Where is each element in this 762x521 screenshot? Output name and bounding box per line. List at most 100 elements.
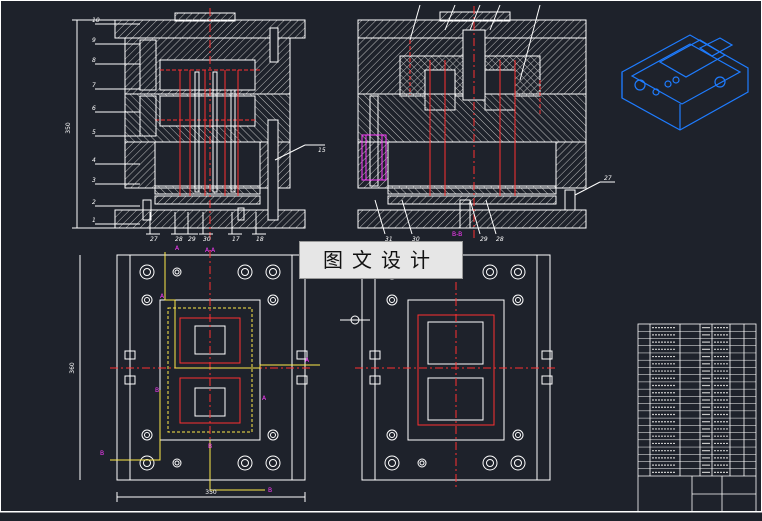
- section-cut-mark: A: [175, 245, 180, 252]
- side-lug: [369, 350, 381, 360]
- bolt-hole: [510, 264, 526, 280]
- bolt-hole: [265, 264, 281, 280]
- bolt-hole: [267, 429, 279, 441]
- bolt-hole: [141, 429, 153, 441]
- bolt-hole: [172, 267, 182, 277]
- side-lug: [124, 375, 136, 385]
- bolt-hole-inner: [269, 459, 277, 467]
- watermark-banner: 图文设计: [300, 242, 462, 278]
- bolt-hole-inner: [174, 460, 180, 466]
- plan-right-bolts: [369, 264, 553, 471]
- section-cut-mark: A: [305, 357, 310, 364]
- bolt-hole: [139, 264, 155, 280]
- bolt-hole: [237, 264, 253, 280]
- left-right-leader: 15: [274, 144, 326, 161]
- bolt-hole-inner: [241, 268, 249, 276]
- bottom-leader-line: [374, 199, 386, 235]
- plan-view-right: [340, 250, 558, 490]
- left-height-dim: 350: [65, 122, 72, 134]
- isometric-part-view: [621, 34, 749, 131]
- bottom-part-label: 29: [188, 236, 196, 243]
- bolt-hole: [172, 458, 182, 468]
- bolt-hole-inner: [269, 268, 277, 276]
- bolt-hole-inner: [515, 432, 521, 438]
- bolt-hole: [417, 458, 427, 468]
- bolt-hole-inner: [270, 297, 276, 303]
- left-bottom-leaders: 27 28 29 30 17 18: [146, 212, 266, 243]
- bolt-hole: [510, 455, 526, 471]
- section-cut-mark: A: [160, 293, 165, 300]
- bottom-part-label: 30: [412, 236, 420, 243]
- title-block-rows: [638, 330, 756, 470]
- right-top-leaders: [409, 4, 541, 81]
- side-lug: [296, 350, 308, 360]
- bolt-hole-inner: [486, 459, 494, 467]
- bottom-part-label: 31: [385, 236, 393, 243]
- bolt-hole: [482, 264, 498, 280]
- bolt-hole-inner: [389, 432, 395, 438]
- section-cut-mark: B: [155, 387, 159, 394]
- bolt-hole: [386, 294, 398, 306]
- bolt-hole: [237, 455, 253, 471]
- bolt-hole-inner: [144, 297, 150, 303]
- left-right-label: 15: [318, 147, 326, 154]
- bolt-hole: [482, 455, 498, 471]
- bottom-part-label: 30: [203, 236, 211, 243]
- right-section-view: [357, 6, 587, 240]
- section-cut-mark: A: [262, 395, 267, 402]
- bottom-part-label: 29: [480, 236, 488, 243]
- bolt-hole-inner: [388, 459, 396, 467]
- part-number-label: 9: [92, 37, 96, 44]
- side-lug: [541, 375, 553, 385]
- bolt-hole-inner: [514, 268, 522, 276]
- part-number-label: 2: [92, 199, 96, 206]
- plan-left-section-line: [110, 252, 320, 491]
- plan-section-tag: A-A: [205, 247, 216, 254]
- bolt-hole: [512, 429, 524, 441]
- bolt-hole: [265, 455, 281, 471]
- section-cut-mark: B: [268, 487, 272, 494]
- part-number-label: 3: [92, 177, 96, 184]
- bolt-hole: [139, 455, 155, 471]
- bolt-hole-inner: [143, 459, 151, 467]
- section-cut-mark: B: [208, 443, 212, 450]
- part-number-label: 10: [92, 17, 100, 24]
- bolt-hole-inner: [515, 297, 521, 303]
- bottom-leader-line: [401, 199, 413, 235]
- bottom-part-label: 28: [175, 236, 183, 243]
- bottom-part-label: 28: [496, 236, 504, 243]
- side-lug: [369, 375, 381, 385]
- right-section-tag: B-B: [452, 231, 462, 238]
- bottom-leader-line: [469, 199, 481, 235]
- bolt-hole-inner: [241, 459, 249, 467]
- bolt-hole: [386, 429, 398, 441]
- title-block-ticks: [652, 327, 728, 473]
- left-section-view: 350: [65, 8, 306, 240]
- side-lug: [124, 350, 136, 360]
- side-lug: [296, 375, 308, 385]
- bolt-hole: [384, 455, 400, 471]
- bolt-hole-inner: [144, 432, 150, 438]
- bolt-hole: [141, 294, 153, 306]
- part-number-label: 6: [92, 105, 96, 112]
- right-right-label: 27: [604, 175, 612, 182]
- right-bottom-leaders: 31 30 29 28: [374, 199, 504, 243]
- bottom-part-label: 18: [256, 236, 264, 243]
- bottom-part-label: 17: [232, 236, 240, 243]
- plan-width-dim: 350: [205, 489, 217, 496]
- bottom-part-label: 27: [150, 236, 158, 243]
- bolt-hole-inner: [270, 432, 276, 438]
- plan-left-dims: [79, 255, 306, 502]
- bolt-hole: [512, 294, 524, 306]
- part-number-label: 7: [92, 82, 96, 89]
- part-number-label: 8: [92, 57, 96, 64]
- bolt-hole-inner: [389, 297, 395, 303]
- bolt-hole-inner: [514, 459, 522, 467]
- bolt-hole-inner: [143, 268, 151, 276]
- right-right-leader: 27: [574, 175, 615, 196]
- bolt-hole: [267, 294, 279, 306]
- bolt-hole-inner: [419, 460, 425, 466]
